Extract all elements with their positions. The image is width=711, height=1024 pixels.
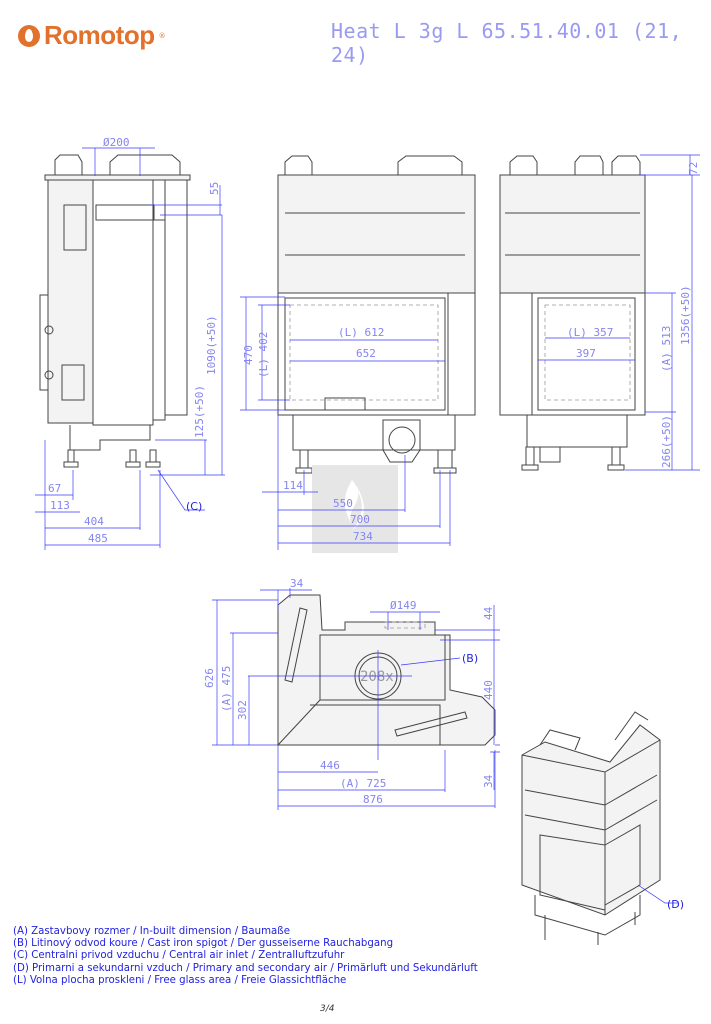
- inbuilt-725-label: (A) 725: [340, 777, 386, 790]
- label-c: (C): [186, 500, 202, 513]
- dim-700: 700: [350, 513, 370, 526]
- dim-44: 44: [482, 606, 495, 620]
- spigot-diameter-label: Ø149: [390, 599, 417, 612]
- dim-1356: 1356(+50): [679, 285, 692, 345]
- isometric-view: (D): [521, 711, 684, 945]
- legend-item-c: (C) Centralni privod vzduchu / Central a…: [13, 950, 345, 962]
- dim-67: 67: [48, 482, 61, 495]
- side-view: Ø200 55 1090(+50) 125(+50) 67 113 404 48…: [35, 136, 225, 550]
- flame-watermark-icon: [344, 480, 364, 530]
- legend-item-b: (B) Litinový odvod koure / Cast iron spi…: [13, 938, 394, 950]
- right-side-view: (L) 357 397 72 1356(+50) (A) 513 266(+50…: [499, 154, 700, 471]
- label-d: (D): [667, 898, 684, 911]
- page-number: 3/4: [320, 1004, 335, 1014]
- inbuilt-513-label: (A) 513: [660, 326, 673, 372]
- watermark: [312, 465, 398, 553]
- romotop-logo: Romotop®: [18, 20, 166, 51]
- legend: (A) Zastavbovy rozmer / In-built dimensi…: [13, 926, 478, 987]
- dim-113: 113: [50, 499, 70, 512]
- dim-550: 550: [333, 497, 353, 510]
- glass-width-label: (L) 612: [338, 326, 384, 339]
- legend-item-l: (L) Volna plocha proskleni / Free glass …: [13, 974, 347, 986]
- right-glass-width-label: (L) 357: [567, 326, 613, 339]
- spigot-mark: 208x: [360, 669, 394, 685]
- dim-34-side: 34: [482, 774, 495, 788]
- front-view: 470 (L) 402 (L) 612 652 114 550 700 734: [240, 155, 476, 553]
- brand-name: Romotop: [44, 20, 155, 50]
- dim-734: 734: [353, 530, 373, 543]
- flue-diameter-label: Ø200: [103, 136, 130, 149]
- dim-446: 446: [320, 759, 340, 772]
- dim-72: 72: [687, 162, 700, 175]
- inbuilt-475-label: (A) 475: [220, 666, 233, 712]
- dim-125: 125(+50): [193, 385, 206, 438]
- legend-item-a: (A) Zastavbovy rozmer / In-built dimensi…: [13, 926, 290, 937]
- dim-470: 470: [242, 345, 255, 365]
- dim-266: 266(+50): [660, 415, 673, 468]
- dim-397: 397: [576, 347, 596, 360]
- dim-404: 404: [84, 515, 104, 528]
- dim-652: 652: [356, 347, 376, 360]
- dim-114: 114: [283, 479, 303, 492]
- glass-height-label: (L) 402: [257, 332, 270, 378]
- dim-34-top: 34: [290, 577, 304, 590]
- top-view: 208x 34 Ø149 44 440 34 (B) 626 (A) 475 3…: [203, 577, 500, 810]
- dim-440: 440: [482, 680, 495, 700]
- dim-1090: 1090(+50): [205, 315, 218, 375]
- drawing-title: Heat L 3g L 65.51.40.01 (21, 24): [331, 19, 683, 67]
- legend-item-d: (D) Primarni a sekundarni vzduch / Prima…: [13, 962, 478, 974]
- dim-302: 302: [236, 700, 249, 720]
- label-b: (B): [462, 652, 478, 665]
- dim-626: 626: [203, 668, 216, 688]
- dim-876: 876: [363, 793, 383, 806]
- dim-485: 485: [88, 532, 108, 545]
- flame-icon: [18, 24, 40, 47]
- dim-55: 55: [208, 182, 221, 195]
